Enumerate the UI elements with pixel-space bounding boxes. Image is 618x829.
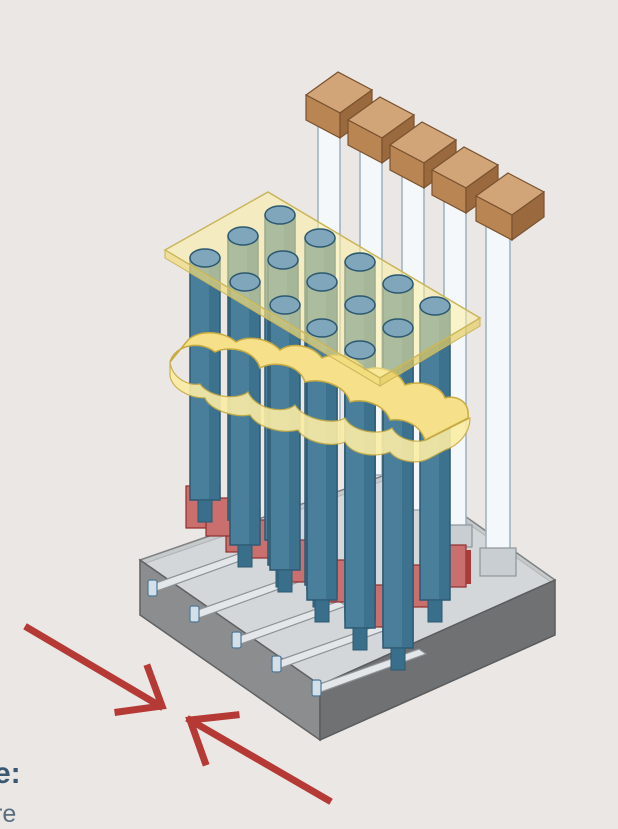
pillar-cap [306,272,338,292]
arrow-in-icon [23,623,167,716]
blue-pillar [229,281,261,568]
collar-lower-rim [169,361,471,463]
pillar-cap [267,250,299,270]
base-side-face [319,578,556,742]
rail-clip [147,579,158,597]
glass-side-edge [379,317,481,387]
white-pillar [485,219,511,556]
pillar-cap [382,274,414,294]
blue-pillar [189,257,221,523]
pillar-foot [479,547,517,577]
pillar-cap [382,318,414,338]
pillar-cap [344,295,376,315]
pillar-cap [419,296,451,316]
pillar-cap [229,272,261,292]
pillar-cap [344,252,376,272]
pillar-cap [264,205,296,225]
caption-subtitle: re [0,800,17,828]
pillar-tops [189,205,451,360]
collar-plate [169,332,471,463]
rail-clip [189,605,200,623]
wood-block [474,172,546,242]
pillar-cap [344,340,376,360]
caption-title: e: [0,757,21,790]
rail-clip [311,679,322,697]
wood-block [430,146,500,215]
rail-clip [231,631,242,649]
pillar-cap [304,228,336,248]
wood-blocks [304,71,546,242]
arrow-in-icon [185,711,333,805]
collar-scallop [169,332,469,442]
pillar-cap [189,248,221,268]
pillar-cap [227,226,259,246]
pillar-cap [269,295,301,315]
compression-arrows [23,623,333,805]
rail-clip [271,655,282,673]
pillar-cap [306,318,338,338]
